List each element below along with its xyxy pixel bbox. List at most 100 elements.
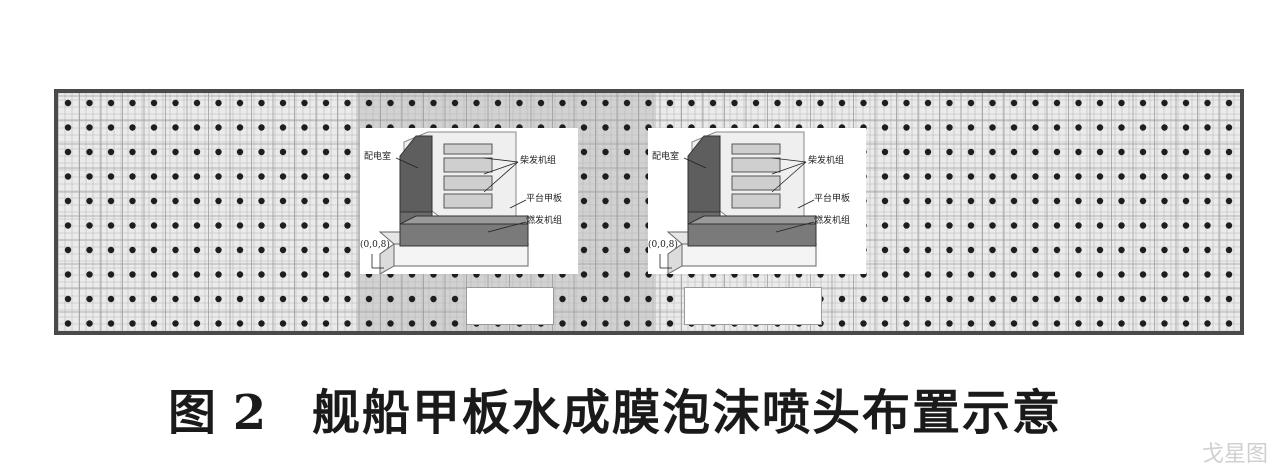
nozzle-dot: [150, 173, 158, 180]
nozzle-dot: [602, 197, 609, 205]
nozzle-dot: [172, 148, 179, 156]
nozzle-dot: [451, 99, 459, 107]
nozzle-dot: [107, 246, 115, 254]
engine-room-model: [659, 131, 818, 274]
nozzle-dot: [881, 271, 889, 278]
nozzle-dot: [215, 173, 222, 180]
nozzle-dot: [150, 246, 158, 254]
nozzle-dot: [215, 197, 222, 205]
nozzle-dot: [580, 124, 588, 131]
nozzle-dot: [1010, 173, 1018, 180]
nozzle-dot: [279, 320, 287, 327]
nozzle-dot: [1225, 320, 1233, 327]
label-coordinate: (0,0,8): [648, 240, 678, 250]
nozzle-dot: [258, 99, 265, 107]
nozzle-dot: [946, 295, 953, 303]
nozzle-dot: [344, 197, 351, 205]
nozzle-dot: [1075, 271, 1082, 278]
nozzle-dot: [1096, 197, 1104, 205]
nozzle-dot: [129, 246, 136, 254]
nozzle-dot: [301, 197, 308, 205]
nozzle-dot: [1075, 197, 1082, 205]
nozzle-dot: [1075, 295, 1082, 303]
nozzle-dot: [279, 295, 287, 303]
deck-opening-left: [466, 287, 554, 325]
nozzle-dot: [322, 148, 330, 156]
nozzle-dot: [193, 246, 201, 254]
nozzle-dot: [258, 295, 265, 303]
nozzle-dot: [193, 222, 201, 229]
nozzle-dot: [623, 222, 631, 229]
nozzle-dot: [301, 295, 308, 303]
nozzle-dot: [1096, 271, 1104, 278]
nozzle-dot: [1161, 124, 1168, 131]
nozzle-dot: [258, 222, 265, 229]
nozzle-dot: [1075, 320, 1082, 327]
nozzle-dot: [967, 246, 975, 254]
nozzle-dot: [924, 320, 932, 327]
nozzle-dot: [129, 295, 136, 303]
nozzle-dot: [215, 246, 222, 254]
nozzle-dot: [838, 320, 846, 327]
nozzle-dot: [236, 295, 244, 303]
nozzle-dot: [1010, 99, 1018, 107]
nozzle-dot: [172, 99, 179, 107]
nozzle-dot: [279, 124, 287, 131]
nozzle-dot: [731, 99, 738, 107]
nozzle-dot: [430, 295, 437, 303]
nozzle-dot: [451, 320, 459, 327]
nozzle-dot: [129, 99, 136, 107]
nozzle-dot: [559, 295, 566, 303]
nozzle-dot: [215, 271, 222, 278]
nozzle-dot: [623, 124, 631, 131]
nozzle-dot: [580, 173, 588, 180]
nozzle-dot: [903, 197, 910, 205]
nozzle-dot: [344, 320, 351, 327]
nozzle-dot: [1182, 320, 1190, 327]
nozzle-dot: [172, 173, 179, 180]
nozzle-dot: [408, 99, 416, 107]
nozzle-dot: [344, 271, 351, 278]
nozzle-dot: [1010, 124, 1018, 131]
engine-room-inset-right: 配电室 柴发机组 平台甲板 燃发机组 (0,0,8): [648, 128, 866, 274]
nozzle-dot: [301, 222, 308, 229]
nozzle-dot: [258, 197, 265, 205]
nozzle-dot: [989, 246, 996, 254]
nozzle-dot: [150, 222, 158, 229]
nozzle-dot: [64, 197, 72, 205]
nozzle-dot: [150, 295, 158, 303]
label-gas-turbine: 燃发机组: [526, 216, 563, 226]
nozzle-dot: [1118, 320, 1125, 327]
nozzle-dot: [860, 320, 867, 327]
nozzle-dot: [881, 99, 889, 107]
nozzle-dot: [408, 295, 416, 303]
nozzle-dot: [1225, 148, 1233, 156]
nozzle-dot: [967, 320, 975, 327]
nozzle-dot: [1139, 246, 1147, 254]
nozzle-dot: [107, 124, 115, 131]
nozzle-dot: [924, 124, 932, 131]
nozzle-dot: [1204, 222, 1211, 229]
label-platform-deck: 平台甲板: [526, 194, 563, 204]
nozzle-dot: [881, 124, 889, 131]
nozzle-dot: [1075, 246, 1082, 254]
nozzle-dot: [1118, 99, 1125, 107]
nozzle-dot: [322, 320, 330, 327]
nozzle-dot: [1225, 246, 1233, 254]
nozzle-dot: [946, 271, 953, 278]
nozzle-dot: [1225, 295, 1233, 303]
nozzle-dot: [881, 148, 889, 156]
nozzle-dot: [1204, 99, 1211, 107]
nozzle-dot: [623, 99, 631, 107]
nozzle-dot: [1096, 295, 1104, 303]
label-diesel-units: 柴发机组: [520, 156, 557, 166]
nozzle-dot: [236, 197, 244, 205]
nozzle-dot: [86, 99, 93, 107]
nozzle-dot: [64, 246, 72, 254]
nozzle-dot: [1053, 197, 1061, 205]
nozzle-dot: [107, 295, 115, 303]
nozzle-dot: [774, 99, 781, 107]
label-distribution-room: 配电室: [652, 152, 680, 162]
nozzle-dot: [1204, 124, 1211, 131]
nozzle-dot: [924, 148, 932, 156]
